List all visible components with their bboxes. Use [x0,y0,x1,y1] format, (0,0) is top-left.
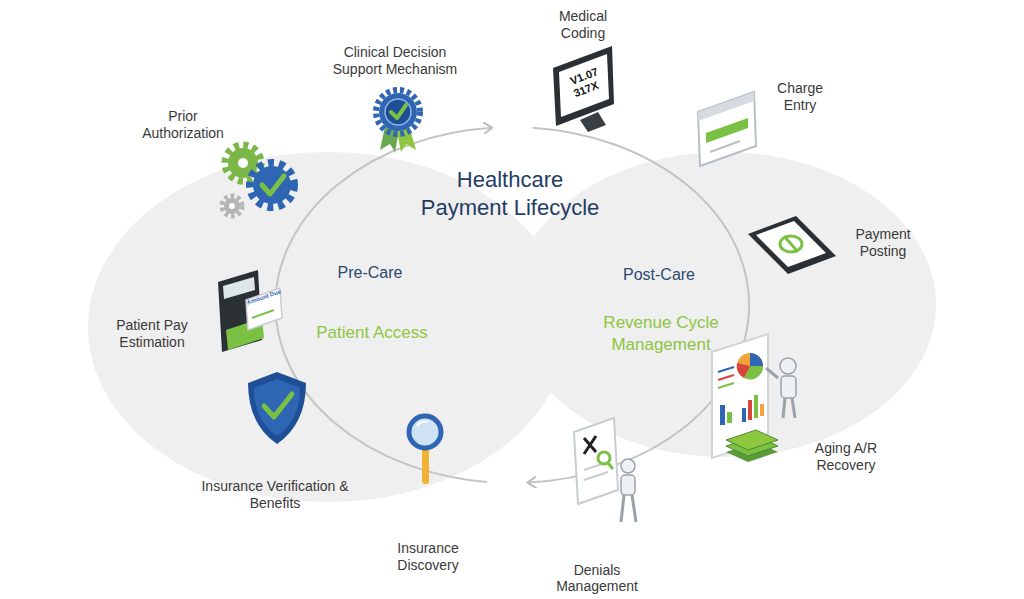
magnifier [608,463,613,469]
robot-arm [766,368,778,378]
shield [248,372,306,444]
robot-leg [783,398,785,418]
phone-body [748,216,836,274]
glare [417,421,428,426]
denial-document-icon [574,418,618,504]
text-line [252,310,274,318]
check-mark [391,105,406,118]
robot-leg [632,495,636,522]
stage-label: Medical Coding [538,8,628,42]
magnifier-icon [409,416,441,484]
window [698,92,756,166]
bar [727,412,732,423]
stage-label: Denials Management [547,562,647,594]
text-line [718,375,734,380]
document [574,418,618,504]
window-bar [706,118,748,143]
coin-symbol [784,236,798,252]
phone-screen [756,221,826,267]
check-mark [262,176,284,194]
gear-hole [229,203,235,209]
coin-symbol [780,236,802,252]
stage-label: Clinical Decision Support Mechanism [325,44,465,78]
deny-mark [584,436,596,454]
stage-label: Prior Authorization [133,108,233,142]
magnifier [598,452,610,464]
gear [253,166,291,204]
stage-label: Payment Posting [843,226,923,260]
region-heading: Pre-Care [290,262,450,284]
shield-icon [248,372,306,444]
badge-edge [376,90,420,134]
pie-slice [750,353,763,366]
bar [754,395,758,418]
lens [409,416,441,448]
robot-leg [621,495,624,522]
robot-leg [792,398,795,418]
text-line [718,383,734,388]
robot-head [621,459,635,473]
window-line [710,141,740,152]
badge-inner [385,99,411,125]
bar [720,405,725,425]
stage-label: Insurance Verification & Benefits [195,478,355,512]
gear-teeth [222,196,242,216]
bar [742,408,746,422]
window-header [698,92,754,121]
calculator-screen [223,277,255,299]
text-line [718,367,734,372]
stage-label: Aging A/R Recovery [806,440,886,474]
calculator-icon [218,270,282,352]
pie-slice [737,363,750,378]
shield-inner [254,379,300,436]
stage-label: Charge Entry [760,80,840,114]
window-icon [698,92,756,166]
gear-teeth [250,163,294,207]
robot-body [781,376,796,398]
robot-head [780,358,796,374]
gears-icon [222,145,294,216]
gear-hole [238,158,248,168]
stage-label: Patient Pay Estimation [107,317,197,351]
monitor-frame [553,46,614,126]
region-title: Revenue Cycle Management [591,312,731,356]
region-title: Patient Access [282,322,462,344]
robot-figure [621,459,636,522]
phone-icon [748,216,836,274]
money-stack-icon [726,430,778,462]
robot-figure [766,358,796,418]
diagram-title: Healthcare Payment Lifecycle [414,166,607,222]
check-mark [264,394,292,417]
monitor-icon [553,46,614,132]
bar [748,400,752,420]
money [726,430,778,450]
bar [760,404,764,416]
region-heading: Post-Care [579,264,739,286]
robot-body [621,475,635,495]
pie-chart [737,353,763,379]
badge [379,93,417,131]
stage-label: Insurance Discovery [388,540,468,574]
badge-icon [376,90,420,152]
text-line [584,472,608,480]
handle [422,448,429,484]
